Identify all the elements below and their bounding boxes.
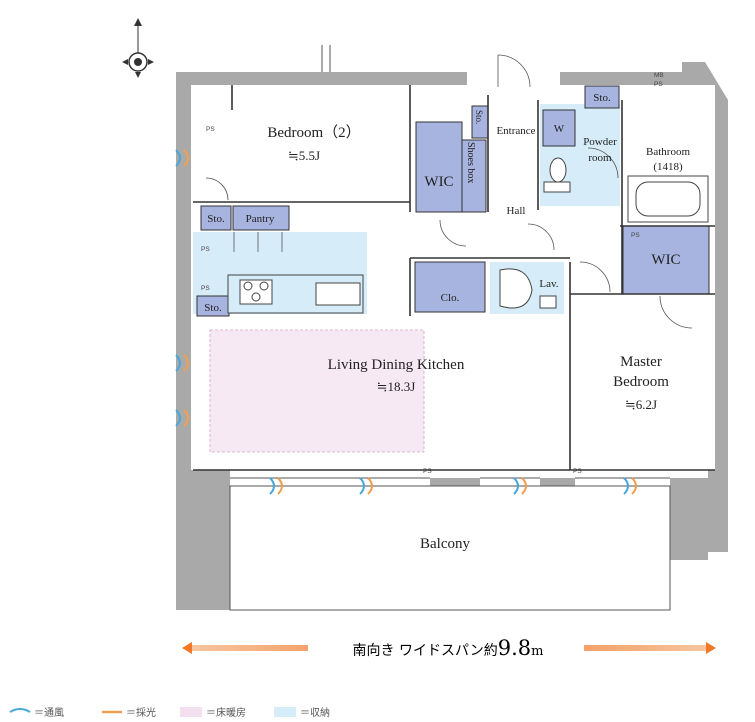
w-label: W — [554, 123, 565, 135]
svg-text:PS: PS — [423, 468, 432, 475]
toilet-icon — [543, 157, 571, 193]
washbasin-icon — [499, 268, 557, 309]
svg-text:PS: PS — [201, 246, 210, 253]
master-label-2: Bedroom — [613, 374, 669, 390]
balcony-rail — [230, 45, 670, 479]
sto-ldk-label: Sto. — [204, 302, 222, 314]
mb-ps-label: PS — [654, 81, 663, 88]
hall-label: Hall — [507, 205, 526, 217]
floor-heating-area — [209, 329, 425, 453]
svg-text:＝通風: ＝通風 — [34, 707, 64, 719]
powder-room-label-2: room — [588, 152, 612, 164]
clo-label: Clo. — [441, 292, 460, 304]
room-labels: Bedroom（2） ≒5.5J WIC Sto. Shoes box Entr… — [204, 72, 690, 552]
wide-span-arrow: 南向き ワイドスパン約9.8m — [182, 634, 716, 662]
powder-room-label-1: Powder — [583, 136, 617, 148]
legend: ＝通風 ＝採光 ＝床暖房 ＝収納 — [9, 706, 330, 719]
wic-right-label: WIC — [651, 252, 680, 268]
balcony-label: Balcony — [420, 536, 470, 552]
sto-shoes-label: Sto. — [474, 110, 484, 124]
svg-text:＝収納: ＝収納 — [300, 706, 330, 719]
bathtub-icon — [627, 175, 709, 223]
svg-text:PS: PS — [631, 232, 640, 239]
ventilation-icon — [175, 149, 637, 495]
compass-icon — [122, 18, 154, 78]
master-label-1: Master — [620, 354, 662, 370]
svg-text:PS: PS — [201, 285, 210, 292]
bedroom2-name: Bedroom（2） — [267, 124, 360, 141]
master-size: ≒6.2J — [625, 397, 657, 412]
lav-label: Lav. — [539, 278, 558, 290]
pantry-label: Pantry — [246, 213, 275, 225]
bedroom2-size: ≒5.5J — [288, 148, 320, 163]
shoes-box-label: Shoes box — [465, 142, 476, 183]
bathroom-label-2: (1418) — [653, 161, 683, 173]
sto-pantry-label: Sto. — [207, 213, 225, 225]
sto-top-right-label: Sto. — [593, 92, 611, 104]
partitions — [193, 85, 715, 471]
bathroom-label-1: Bathroom — [646, 146, 690, 158]
svg-text:＝採光: ＝採光 — [126, 706, 156, 719]
span-note: 南向き ワイドスパン約9.8m — [353, 636, 544, 660]
ldk-size: ≒18.3J — [377, 379, 416, 394]
ps-labels: PS PS PS PS PS PS — [201, 126, 640, 475]
mb-label: MB — [654, 72, 664, 79]
entrance-label: Entrance — [496, 125, 535, 137]
walls — [176, 62, 728, 610]
svg-text:PS: PS — [573, 468, 582, 475]
svg-text:＝床暖房: ＝床暖房 — [206, 706, 246, 719]
storage-blocks — [196, 85, 710, 317]
kitchen-counter — [227, 274, 364, 314]
ldk-name: Living Dining Kitchen — [328, 357, 465, 373]
svg-text:PS: PS — [206, 126, 215, 133]
wic-left-label: WIC — [424, 174, 453, 190]
doors — [205, 54, 693, 329]
